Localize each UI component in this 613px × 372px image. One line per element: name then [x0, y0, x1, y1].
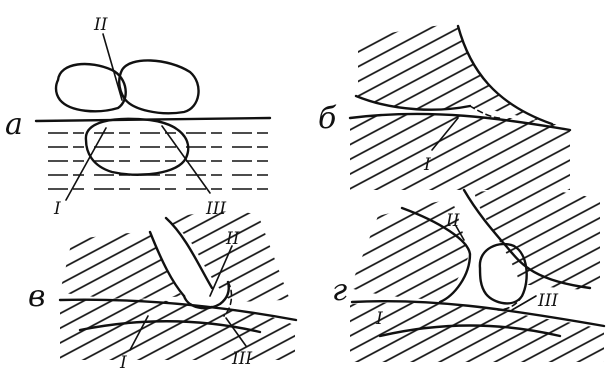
panel-a-letter: а [5, 107, 23, 142]
panel-b-letter: б [318, 101, 337, 136]
panel-v-label-II: II [225, 229, 240, 249]
panel-v-grain-bottom [60, 298, 295, 360]
panel-g-label-II: II [445, 211, 460, 231]
panel-g-letter: г [332, 273, 347, 308]
panel-v-letter: в [28, 279, 45, 314]
panel-a: а II I III [5, 15, 270, 219]
panel-g-label-III: III [537, 291, 558, 311]
panel-a-grain-right [119, 60, 198, 113]
panel-g: г II I III [332, 190, 604, 362]
panel-g-grain-right [474, 190, 600, 290]
panel-a-grain-left [56, 64, 126, 111]
panel-v: в II I III [28, 212, 296, 372]
panel-b-grain-lower [350, 115, 570, 190]
panel-a-label-II: II [93, 15, 108, 35]
panel-b: б I [318, 25, 570, 190]
panel-v-label-III: III [231, 349, 252, 369]
panel-b-label-I: I [423, 155, 431, 175]
panel-v-label-I: I [119, 353, 127, 372]
panel-a-label-I: I [53, 199, 61, 219]
panel-g-label-I: I [375, 309, 383, 329]
panel-a-liquid-zone [40, 122, 270, 192]
panel-g-grain-bottom [350, 303, 604, 362]
